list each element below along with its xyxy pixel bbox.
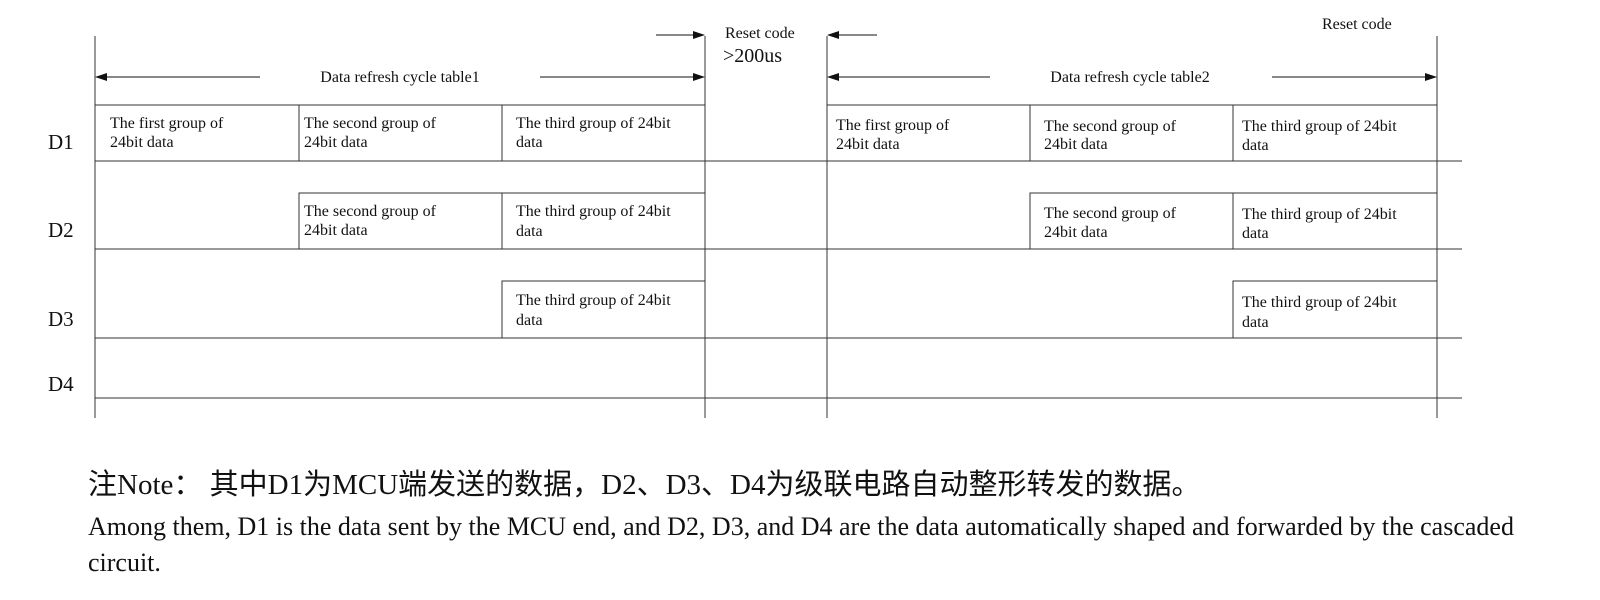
data-block: The first group of 24bit data bbox=[94, 104, 300, 162]
block-text: data bbox=[1242, 314, 1269, 331]
block-text: The third group of 24bit bbox=[516, 292, 671, 309]
block-text: 24bit data bbox=[304, 222, 368, 239]
row-label-d3: D3 bbox=[48, 307, 74, 331]
block-text: The third group of 24bit bbox=[1242, 118, 1397, 135]
data-block: The third group of 24bit data bbox=[501, 280, 706, 339]
reset-duration: >200us bbox=[723, 45, 782, 67]
data-blocks: The first group of 24bit data The second… bbox=[94, 104, 1438, 339]
data-block: The third group of 24bit data bbox=[1232, 280, 1438, 339]
boundary-lines bbox=[94, 36, 1438, 418]
data-block: The third group of 24bit data bbox=[501, 192, 706, 250]
row-label-d1: D1 bbox=[48, 130, 74, 154]
data-block: The second group of 24bit data bbox=[298, 192, 503, 250]
data-block: The third group of 24bit data bbox=[1232, 104, 1438, 162]
block-text: The second group of bbox=[1044, 205, 1177, 222]
block-text: 24bit data bbox=[110, 134, 174, 151]
block-text: The third group of 24bit bbox=[516, 115, 671, 132]
data-block: The second group of 24bit data bbox=[1029, 192, 1234, 250]
block-text: The second group of bbox=[1044, 118, 1177, 135]
data-block: The second group of 24bit data bbox=[298, 104, 503, 162]
timing-diagram: D1 D2 D3 D4 Data refresh cycle table1 Da… bbox=[48, 16, 1462, 418]
block-text: data bbox=[1242, 225, 1269, 242]
block-text: data bbox=[1242, 137, 1269, 154]
block-text: 24bit data bbox=[1044, 224, 1108, 241]
block-text: The third group of 24bit bbox=[516, 203, 671, 220]
block-text: The third group of 24bit bbox=[1242, 206, 1397, 223]
table2-header: Data refresh cycle table2 bbox=[1050, 69, 1209, 86]
note-body: Among them, D1 is the data sent by the M… bbox=[88, 512, 1514, 577]
data-block: The third group of 24bit data bbox=[1232, 192, 1438, 250]
block-text: data bbox=[516, 223, 543, 240]
row-label-d2: D2 bbox=[48, 218, 74, 242]
block-text: 24bit data bbox=[836, 136, 900, 153]
block-text: The second group of bbox=[304, 115, 437, 132]
note-title: 注Note： 其中D1为MCU端发送的数据，D2、D3、D4为级联电路自动整形转… bbox=[88, 469, 1201, 501]
block-text: The first group of bbox=[836, 117, 950, 134]
block-text: data bbox=[516, 312, 543, 329]
block-text: 24bit data bbox=[304, 134, 368, 151]
block-text: data bbox=[516, 134, 543, 151]
block-text: 24bit data bbox=[1044, 136, 1108, 153]
data-block: The third group of 24bit data bbox=[501, 104, 706, 162]
row-baselines bbox=[95, 160, 1462, 399]
reset-code-label-right: Reset code bbox=[1322, 16, 1392, 33]
data-block: The first group of 24bit data bbox=[826, 104, 1031, 162]
block-text: The third group of 24bit bbox=[1242, 294, 1397, 311]
block-text: The second group of bbox=[304, 203, 437, 220]
data-block: The second group of 24bit data bbox=[1029, 104, 1234, 162]
reset-code-label: Reset code bbox=[725, 25, 795, 42]
header-arrows bbox=[95, 31, 1437, 81]
row-label-d4: D4 bbox=[48, 372, 74, 396]
table1-header: Data refresh cycle table1 bbox=[320, 69, 479, 86]
block-text: The first group of bbox=[110, 115, 224, 132]
